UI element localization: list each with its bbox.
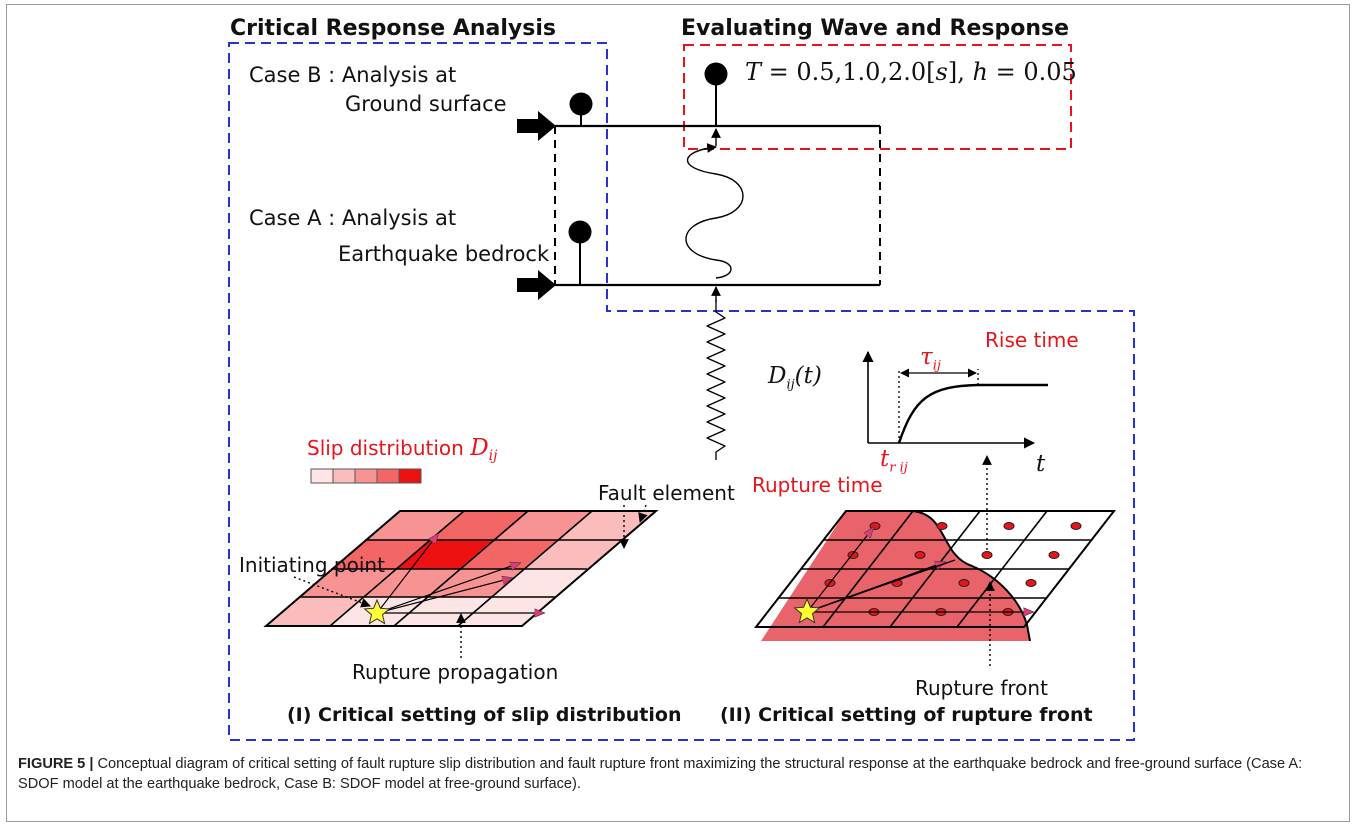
rise-time-graph bbox=[862, 350, 1048, 449]
rise-time-label: Rise time bbox=[985, 328, 1079, 352]
sdof-model-evaluation bbox=[704, 62, 728, 126]
fault-element-label: Fault element bbox=[598, 481, 735, 505]
initiating-point-label: Initiating point bbox=[239, 553, 385, 577]
slip-legend-label: Slip distribution Dij bbox=[307, 435, 498, 464]
ground-model bbox=[554, 124, 881, 287]
rupture-front-label: Rupture front bbox=[915, 676, 1048, 700]
front-propagation-arrows bbox=[806, 528, 1033, 612]
evaluating-region bbox=[683, 44, 1072, 150]
case-a-label-line1: Case A : Analysis at bbox=[249, 206, 457, 230]
rupture-time-label: Rupture time bbox=[752, 473, 883, 497]
caption-label: FIGURE 5 | bbox=[18, 756, 94, 772]
sdof-model-case-a bbox=[568, 220, 592, 285]
sdof-model-case-b bbox=[569, 92, 593, 126]
slip-panel-heading: (I) Critical setting of slip distributio… bbox=[287, 704, 682, 726]
rupture-propagation-label: Rupture propagation bbox=[352, 660, 559, 684]
critical-response-title: Critical Response Analysis bbox=[230, 16, 556, 41]
caption-text: Conceptual diagram of critical setting o… bbox=[18, 756, 1303, 792]
case-b-label-line2: Ground surface bbox=[345, 92, 507, 116]
figure-caption: FIGURE 5 | Conceptual diagram of critica… bbox=[18, 754, 1340, 794]
surface-wave-line bbox=[685, 143, 744, 279]
bedrock-wave-line bbox=[706, 300, 726, 460]
front-panel-heading: (II) Critical setting of rupture front bbox=[720, 704, 1093, 726]
period-close: ], bbox=[947, 58, 965, 86]
rupture-start-star bbox=[793, 597, 821, 624]
period-damping-parameters: T = 0.5,1.0,2.0[s], h = 0.05 bbox=[745, 60, 1077, 84]
evaluating-title: Evaluating Wave and Response bbox=[681, 16, 1070, 41]
slip-legend-bar bbox=[310, 468, 422, 484]
damping-value: = 0.05 bbox=[995, 58, 1077, 86]
initiating-point-star bbox=[363, 598, 391, 625]
period-unit: s bbox=[935, 58, 948, 86]
rupture-start-time-label: tr ij bbox=[880, 446, 908, 476]
tau-label: τij bbox=[920, 344, 941, 374]
case-b-label-line1: Case B : Analysis at bbox=[249, 63, 457, 87]
rupture-front-grid bbox=[753, 510, 1117, 642]
slip-leader-lines bbox=[293, 504, 648, 658]
front-leader-lines bbox=[982, 455, 995, 666]
period-symbol: T bbox=[745, 58, 762, 86]
case-a-label-line2: Earthquake bedrock bbox=[338, 242, 550, 266]
input-arrow-ground-surface bbox=[517, 111, 556, 141]
slip-propagation-arrows bbox=[376, 534, 544, 613]
dij-axis-label: Dij(t) bbox=[768, 363, 822, 393]
critical-response-region bbox=[228, 42, 1135, 741]
figure-frame bbox=[6, 4, 1350, 822]
damping-symbol: h bbox=[972, 58, 988, 86]
input-arrow-bedrock bbox=[517, 270, 556, 300]
t-axis-label: t bbox=[1036, 451, 1046, 477]
period-values: = 0.5,1.0,2.0[ bbox=[768, 58, 936, 86]
